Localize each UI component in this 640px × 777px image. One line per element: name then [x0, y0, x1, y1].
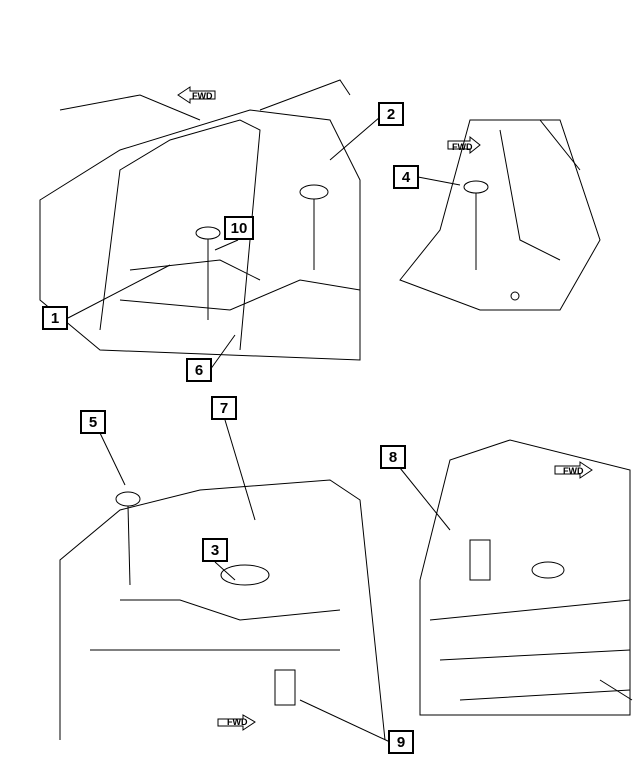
quarter-panel-view [399, 119, 601, 311]
callout-7: 7 [211, 396, 237, 420]
callout-5: 5 [80, 410, 106, 434]
rear-floor-view [399, 439, 633, 716]
callout-8: 8 [380, 445, 406, 469]
fwd-arrow-label: FWD [563, 466, 584, 476]
door-opening-view [39, 79, 381, 371]
callout-2: 2 [378, 102, 404, 126]
callout-4: 4 [393, 165, 419, 189]
fwd-arrow-label: FWD [227, 717, 248, 727]
callout-9: 9 [388, 730, 414, 754]
cargo-area-view [59, 419, 391, 743]
fwd-arrow-label: FWD [452, 142, 473, 152]
callout-1: 1 [42, 306, 68, 330]
callout-3: 3 [202, 538, 228, 562]
fwd-arrow-label: FWD [192, 91, 213, 101]
callout-10: 10 [224, 216, 254, 240]
callout-6: 6 [186, 358, 212, 382]
